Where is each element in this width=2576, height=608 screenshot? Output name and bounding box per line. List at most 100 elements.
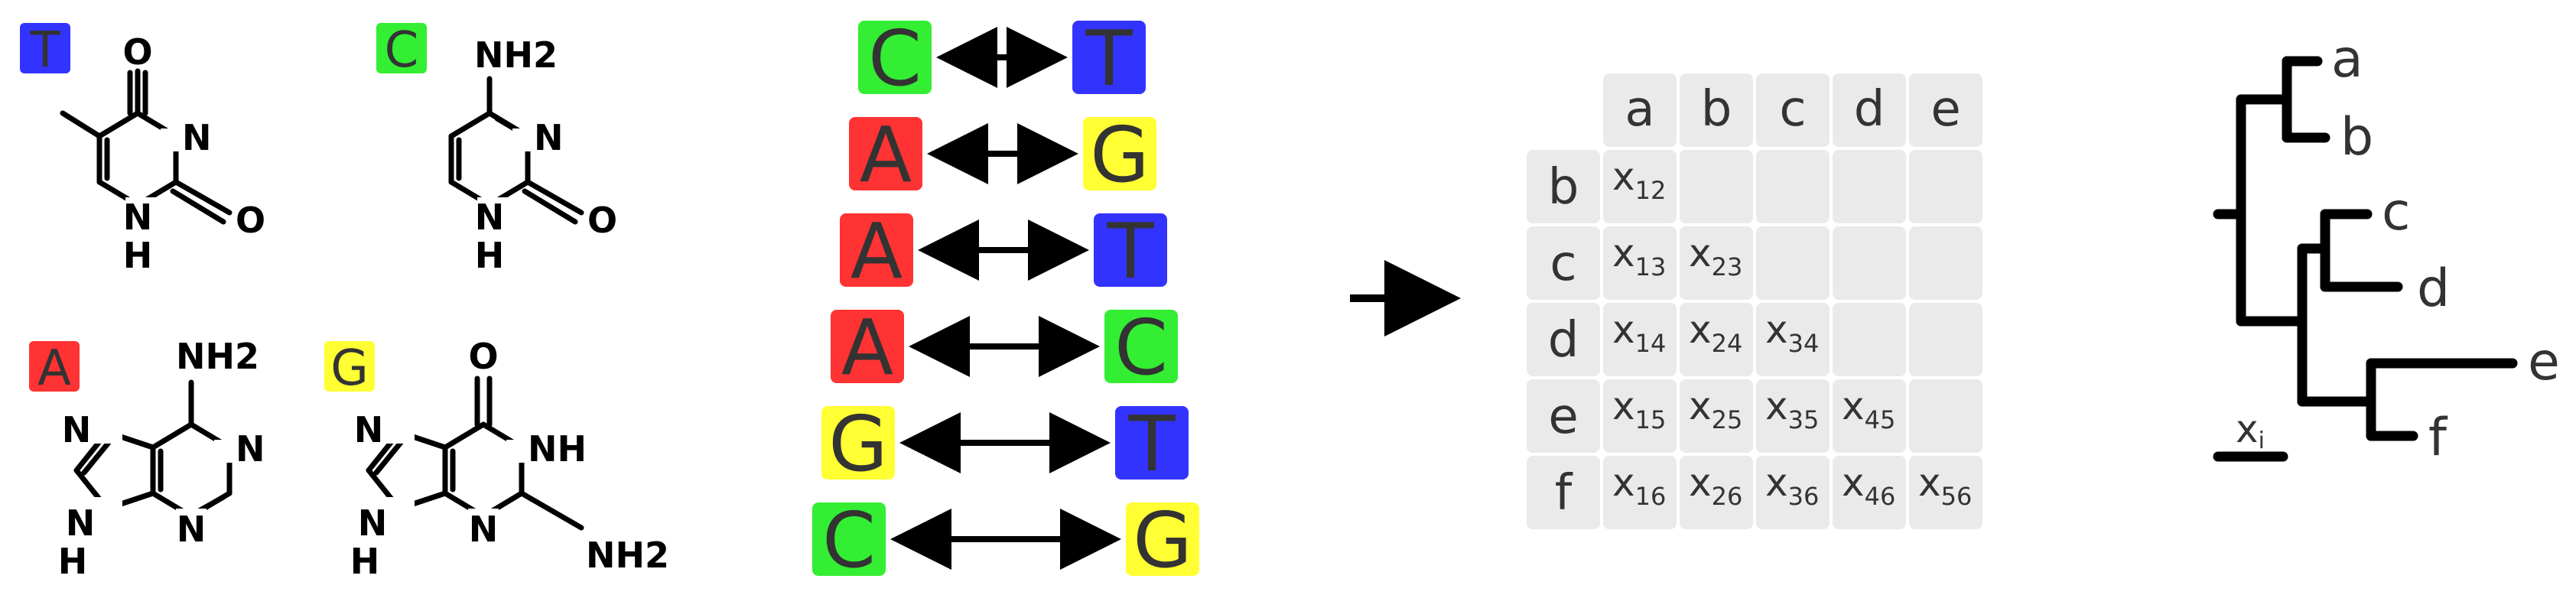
matrix-header-cell <box>1527 226 1600 300</box>
atom-label: N <box>182 117 212 158</box>
base-badge-left <box>812 502 886 576</box>
matrix-cell <box>1909 456 1982 529</box>
matrix-cell <box>1603 150 1677 223</box>
matrix-row-header: b <box>1548 159 1579 216</box>
badge-guanine <box>324 341 375 392</box>
badge-cytosine <box>376 23 427 73</box>
matrix-col-header: a <box>1625 81 1654 138</box>
atom-label: H <box>475 235 505 276</box>
matrix-col-header: c <box>1779 81 1806 138</box>
tree-leaf-label: b <box>2340 107 2373 167</box>
matrix-cell <box>1909 150 1982 223</box>
atom-label: O <box>122 31 152 73</box>
badge-thymine-letter: T <box>29 22 60 79</box>
matrix-col-header: d <box>1854 81 1885 138</box>
atom-label: O <box>468 336 498 377</box>
matrix-cell <box>1833 303 1906 376</box>
base-letter-left: C <box>822 496 876 585</box>
phylogenetic-tree: a b c d e f xi <box>2213 29 2560 468</box>
matrix-cell <box>1909 226 1982 300</box>
base-badge-right <box>1115 406 1189 480</box>
atom-label: N <box>469 509 499 550</box>
matrix-row-header: f <box>1555 465 1573 522</box>
matrix-header-cell <box>1527 303 1600 376</box>
matrix-cell <box>1680 456 1753 529</box>
matrix-cell <box>1756 303 1830 376</box>
tree-leaf-label: d <box>2417 258 2450 319</box>
matrix-value: x56 <box>1918 460 1972 511</box>
base-letter-left: A <box>841 303 893 392</box>
tree-leaf-label: c <box>2382 182 2410 242</box>
matrix-row-header: e <box>1548 389 1578 445</box>
atom-label: N <box>62 409 92 450</box>
tree-leaf-label: a <box>2331 29 2363 89</box>
base-letter-left: A <box>851 206 903 296</box>
badge-adenine-letter: A <box>37 340 71 397</box>
base-letter-left: G <box>828 399 888 489</box>
matrix-value: x15 <box>1612 384 1666 434</box>
atom-label: NH2 <box>474 34 558 76</box>
matrix-cell <box>1833 150 1906 223</box>
matrix-value: x23 <box>1689 231 1742 281</box>
badge-cytosine-letter: C <box>385 22 419 79</box>
base-badge-left <box>821 406 895 480</box>
matrix-header-cell <box>1909 73 1982 147</box>
base-letter-right: C <box>1114 303 1168 392</box>
matrix-cell <box>1909 379 1982 453</box>
base-letter-right: T <box>1106 206 1154 296</box>
atom-label: H <box>58 541 88 582</box>
base-letter-right: G <box>1090 110 1150 200</box>
matrix-value: x46 <box>1842 460 1895 511</box>
matrix-col-header: e <box>1930 81 1960 138</box>
matrix-header-cell <box>1833 73 1906 147</box>
base-letter-right: G <box>1133 496 1192 585</box>
matrix-header-cell <box>1603 73 1677 147</box>
base-badge-right <box>1072 21 1146 94</box>
matrix-cell <box>1833 456 1906 529</box>
atom-label: NH <box>528 428 587 470</box>
nucleobases-panel: T O N N H O <box>20 22 669 582</box>
matrix-cell <box>1756 226 1830 300</box>
matrix-row-header: c <box>1550 236 1576 292</box>
base-badge-right <box>1083 117 1156 190</box>
matrix-cell <box>1603 226 1677 300</box>
atom-label: N <box>354 409 384 450</box>
matrix-cell <box>1680 379 1753 453</box>
base-badge-right <box>1104 310 1178 383</box>
matrix-value: x12 <box>1612 154 1666 205</box>
atom-label: N <box>236 428 265 470</box>
matrix-value: x24 <box>1689 307 1742 358</box>
base-badge-left <box>858 21 932 94</box>
atom-label: N <box>66 502 96 544</box>
matrix-cell <box>1603 379 1677 453</box>
matrix-cell <box>1833 379 1906 453</box>
matrix-cell <box>1756 379 1830 453</box>
scale-bar-label: xi <box>2236 407 2265 454</box>
atom-label: H <box>350 541 380 582</box>
thymine-structure: T O N N H O <box>20 22 265 276</box>
base-badge-left <box>840 213 913 287</box>
atom-label: H <box>123 235 153 276</box>
atom-label: O <box>236 200 265 241</box>
matrix-header-cell <box>1527 150 1600 223</box>
matrix-header-cell <box>1527 379 1600 453</box>
matrix-value: x36 <box>1765 460 1819 511</box>
matrix-cell <box>1603 303 1677 376</box>
matrix-cell <box>1680 303 1753 376</box>
tree-leaf-label: f <box>2428 408 2448 468</box>
matrix-value: x45 <box>1842 384 1895 434</box>
matrix-value: x13 <box>1612 231 1666 281</box>
atom-label: O <box>587 200 617 241</box>
matrix-cell <box>1833 226 1906 300</box>
atom-label: N <box>177 509 207 550</box>
base-badge-right <box>1094 213 1167 287</box>
matrix-cell <box>1680 226 1753 300</box>
